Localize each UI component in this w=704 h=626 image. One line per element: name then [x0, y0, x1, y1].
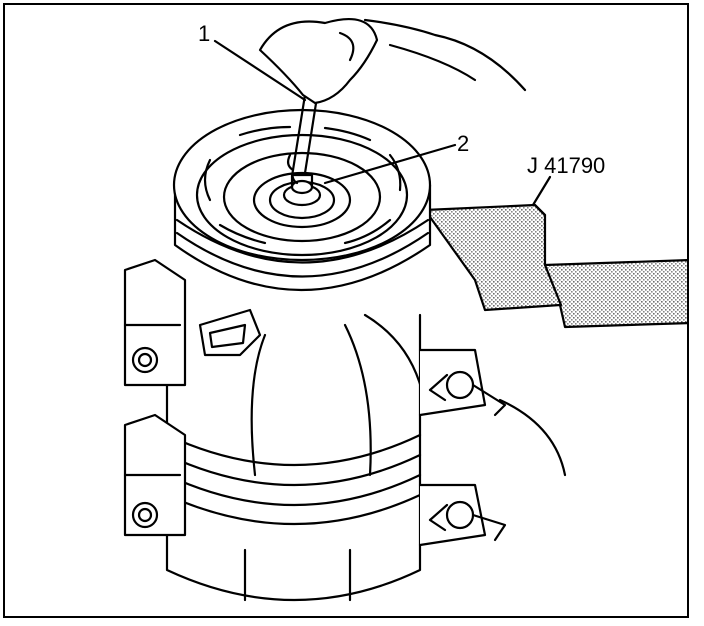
compressor-body	[165, 313, 427, 602]
wing-nut-upper	[418, 348, 567, 477]
leader-line-2	[323, 143, 457, 185]
hand	[258, 18, 527, 105]
holding-fixture	[423, 203, 687, 329]
illustration-frame: 1 2 J 41790	[3, 3, 689, 618]
mounting-boss-upper	[123, 258, 187, 387]
wing-nut-lower	[418, 483, 507, 547]
electrical-connector	[198, 308, 262, 357]
compressor-illustration	[123, 18, 687, 602]
mounting-boss-lower	[123, 413, 187, 537]
callout-item-2: 2	[457, 131, 470, 156]
leader-line-tool	[531, 175, 552, 207]
callout-item-1: 1	[198, 21, 211, 46]
callout-tool-number: J 41790	[527, 153, 606, 178]
pick-tool	[286, 93, 319, 185]
clutch-hub	[172, 108, 432, 292]
leader-line-1	[213, 39, 307, 102]
